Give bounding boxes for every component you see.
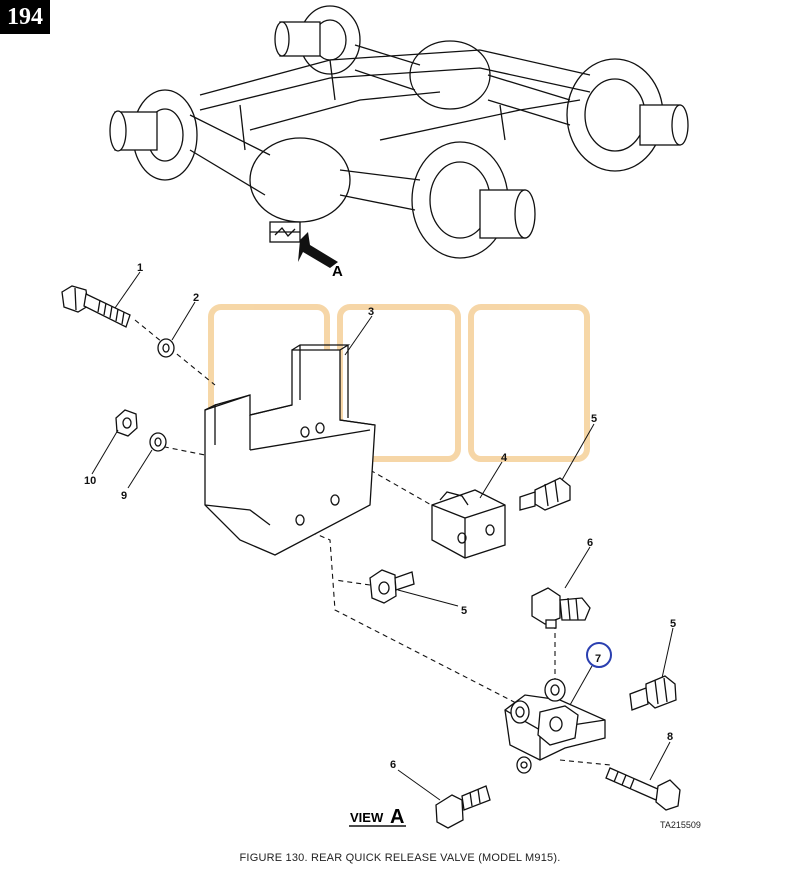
view-letter: A bbox=[390, 806, 404, 828]
callout-6-lower: 6 bbox=[390, 759, 396, 771]
callout-6-upper: 6 bbox=[587, 537, 593, 549]
part-nut-10 bbox=[115, 409, 138, 437]
callout-5-middle: 5 bbox=[461, 605, 467, 617]
drawing-code: TA215509 bbox=[660, 820, 701, 830]
callout-5-lower: 5 bbox=[670, 618, 676, 630]
callout-1: 1 bbox=[137, 262, 143, 274]
part-bracket-3 bbox=[204, 344, 376, 556]
callout-10: 10 bbox=[84, 475, 96, 487]
highlight-circle bbox=[586, 642, 612, 668]
callout-numbers: 1 2 3 4 5 6 5 7 5 8 6 10 9 bbox=[84, 262, 676, 771]
part-block-4 bbox=[431, 489, 506, 559]
part-fitting-6-lower bbox=[435, 785, 491, 829]
arrow-label: A bbox=[332, 263, 343, 280]
figure-caption: FIGURE 130. REAR QUICK RELEASE VALVE (MO… bbox=[239, 852, 561, 864]
axle-assembly-illustration: A bbox=[109, 5, 689, 280]
callout-2: 2 bbox=[193, 292, 199, 304]
part-washer-9 bbox=[149, 432, 167, 452]
view-word: VIEW bbox=[350, 810, 384, 825]
callout-4: 4 bbox=[501, 452, 508, 464]
callout-9: 9 bbox=[121, 490, 127, 502]
callout-3: 3 bbox=[368, 306, 374, 318]
callout-8: 8 bbox=[667, 731, 673, 743]
part-fitting-5-middle bbox=[369, 569, 415, 604]
part-bolt-1 bbox=[61, 285, 131, 328]
callout-5-upper: 5 bbox=[591, 413, 597, 425]
view-label: VIEW A bbox=[349, 806, 406, 828]
callout-7: 7 bbox=[595, 653, 601, 665]
part-bolt-8 bbox=[605, 767, 681, 811]
leader-lines bbox=[91, 271, 674, 801]
part-lockwasher-2 bbox=[157, 338, 175, 358]
part-fitting-5-lower bbox=[629, 675, 677, 711]
part-quick-release-valve-7 bbox=[504, 678, 606, 774]
part-fitting-5-upper bbox=[519, 477, 571, 511]
part-elbow-6 bbox=[531, 587, 591, 629]
page-number: 194 bbox=[0, 0, 50, 34]
